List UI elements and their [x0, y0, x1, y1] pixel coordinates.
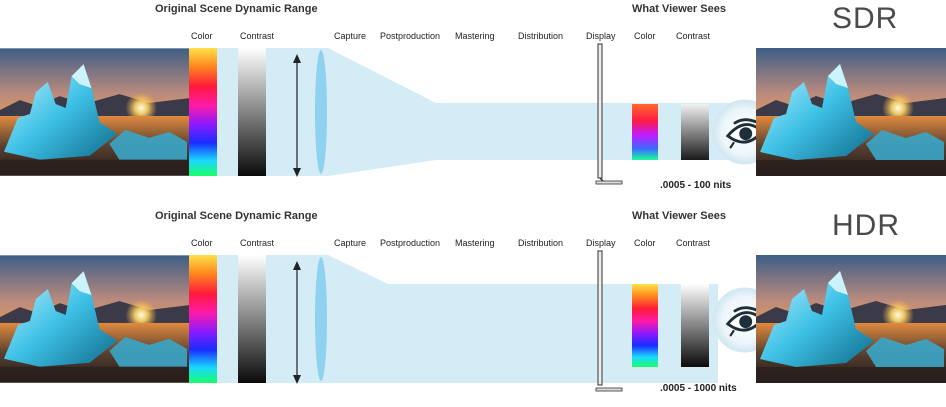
stage-label-contrast: Contrast	[240, 31, 275, 41]
nits-range-label: .0005 - 100 nits	[660, 180, 732, 191]
stage-label-distribution: Distribution	[518, 31, 564, 41]
stage-label-capture: Capture	[334, 238, 367, 248]
original-scene-image	[0, 48, 189, 176]
mode-label: SDR	[832, 2, 899, 35]
stage-label-postproduction: Postproduction	[380, 31, 441, 41]
original-scene-image	[0, 255, 189, 383]
original-scene-header: Original Scene Dynamic Range	[155, 3, 318, 15]
stage-label-distribution: Distribution	[518, 238, 564, 248]
stage-label-display: Display	[586, 31, 616, 41]
viewer-contrast-bar	[681, 284, 709, 367]
sdr-panel: Original Scene Dynamic Range What Viewer…	[0, 0, 946, 200]
pipeline-taper	[328, 255, 388, 383]
mode-label: HDR	[832, 209, 900, 242]
stage-label-viewer-color: Color	[634, 238, 656, 248]
display-monitor-icon	[595, 250, 623, 392]
scene-contrast-bar	[238, 255, 266, 383]
scene-color-bar	[189, 255, 217, 383]
stage-label-mastering: Mastering	[455, 238, 495, 248]
original-scene-header: Original Scene Dynamic Range	[155, 210, 318, 222]
viewer-contrast-bar	[681, 104, 709, 160]
stage-label-capture: Capture	[334, 31, 367, 41]
pipeline-band-wide	[216, 255, 328, 383]
capture-lens	[315, 50, 327, 174]
viewer-scene-image	[756, 255, 946, 383]
pipeline-taper	[328, 48, 436, 176]
stage-label-contrast: Contrast	[240, 238, 275, 248]
viewer-scene-image	[756, 48, 946, 176]
dynamic-range-arrow	[293, 54, 301, 177]
stage-label-viewer-contrast: Contrast	[676, 238, 711, 248]
stage-label-postproduction: Postproduction	[380, 238, 441, 248]
hdr-panel: Original Scene Dynamic Range What Viewer…	[0, 207, 946, 407]
scene-color-bar	[189, 48, 217, 176]
stage-label-viewer-color: Color	[634, 31, 656, 41]
viewer-color-bar	[632, 104, 658, 160]
stage-label-display: Display	[586, 238, 616, 248]
capture-lens	[315, 257, 327, 381]
pipeline-band-wide	[216, 48, 328, 176]
what-viewer-sees-header: What Viewer Sees	[632, 3, 726, 15]
what-viewer-sees-header: What Viewer Sees	[632, 210, 726, 222]
scene-contrast-bar	[238, 48, 266, 176]
stage-label-mastering: Mastering	[455, 31, 495, 41]
viewer-color-bar	[632, 284, 658, 367]
stage-label-color: Color	[191, 238, 213, 248]
pipeline-band-narrow	[388, 284, 718, 383]
hdr-pipeline-graphic	[0, 250, 946, 392]
stage-label-color: Color	[191, 31, 213, 41]
sdr-pipeline-graphic	[0, 43, 946, 185]
display-monitor-icon	[595, 43, 623, 185]
nits-range-label: .0005 - 1000 nits	[660, 383, 737, 394]
dynamic-range-arrow	[293, 261, 301, 384]
stage-label-viewer-contrast: Contrast	[676, 31, 711, 41]
